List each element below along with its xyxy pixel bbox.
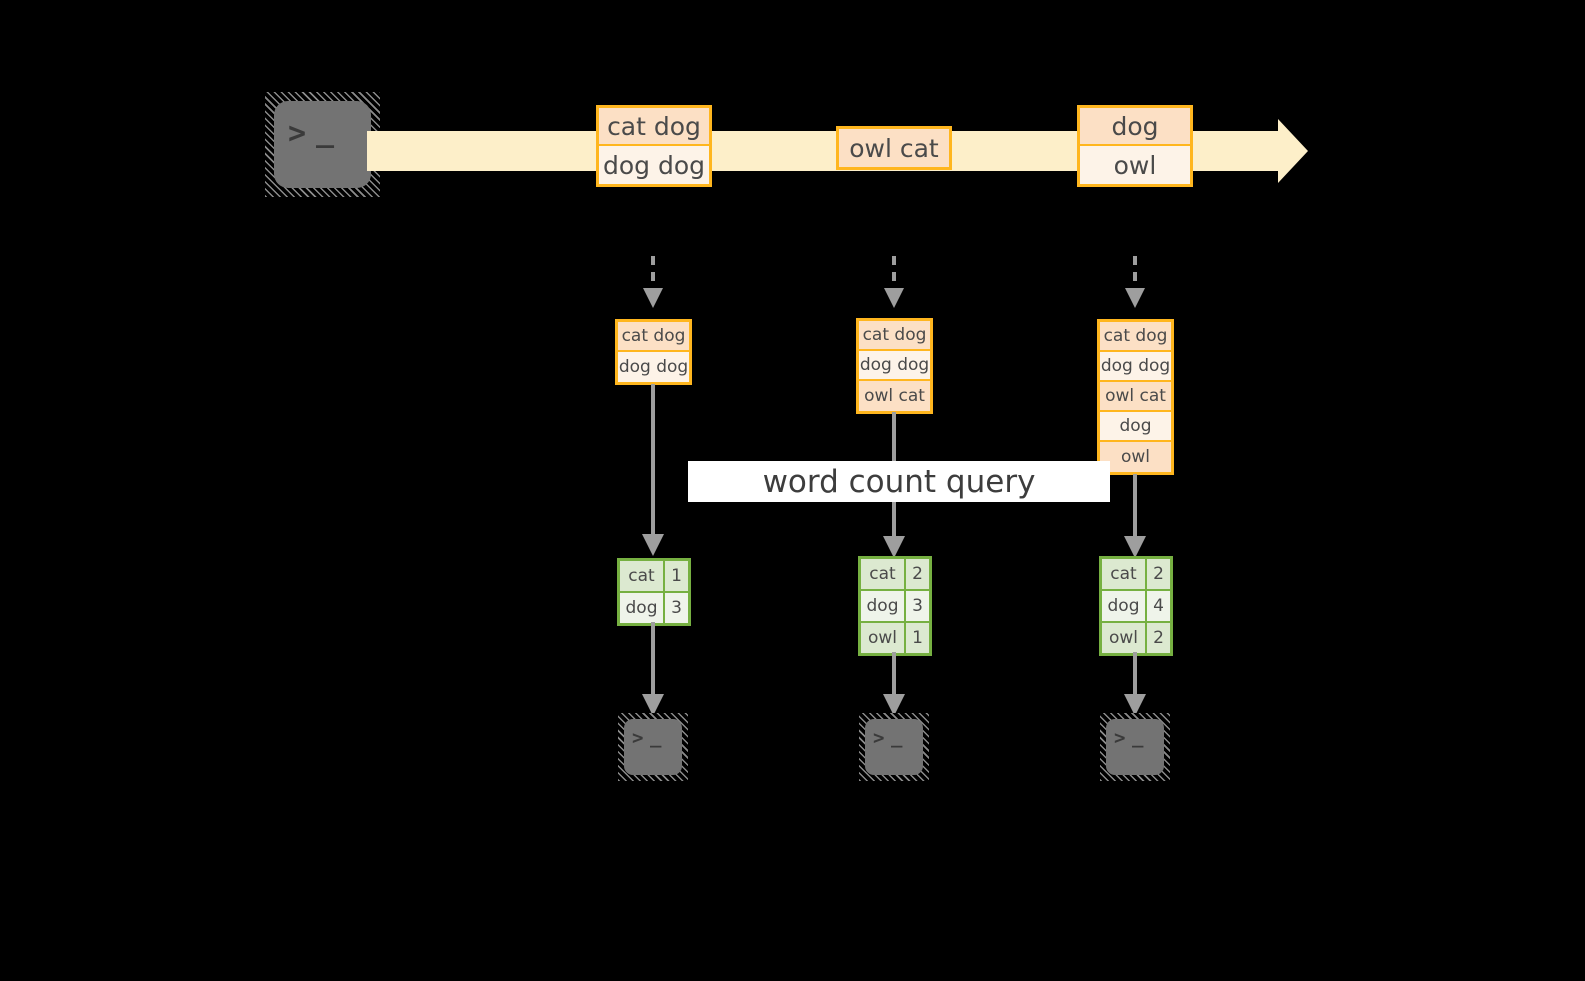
result-table-snapshot-3: cat 2 dog 4 owl 2 (1099, 556, 1173, 656)
count-cell: 2 (906, 559, 929, 589)
count-cell: 1 (665, 561, 688, 591)
record-line: dog dog (618, 352, 689, 382)
stream-event-line: owl (1080, 146, 1190, 184)
arrow-shaft (651, 622, 655, 696)
arrow-head (1124, 694, 1146, 716)
record-line: dog (1100, 412, 1171, 442)
record-line: cat dog (618, 322, 689, 352)
arrow-shaft (1133, 652, 1137, 696)
arrow-shaft (1133, 256, 1137, 290)
snapshot-3-records: cat dog dog dog owl cat dog owl (1097, 319, 1174, 475)
arrow-shaft (651, 384, 655, 536)
snapshot-2-records: cat dog dog dog owl cat (856, 318, 933, 414)
source-terminal-icon: > _ (265, 92, 380, 197)
arrow-head (883, 536, 905, 558)
arrow-head (883, 694, 905, 716)
prompt-caret: > (632, 727, 644, 749)
count-cell: 4 (1147, 591, 1170, 621)
dashed-arrow-snapshot-1 (643, 256, 663, 308)
record-line: owl (1100, 442, 1171, 472)
prompt-caret: > (1114, 727, 1126, 749)
stream-event-2: owl cat (836, 126, 952, 170)
result-table-snapshot-1: cat 1 dog 3 (617, 558, 691, 626)
snapshot-1-records: cat dog dog dog (615, 319, 692, 385)
result-table-snapshot-2: cat 2 dog 3 owl 1 (858, 556, 932, 656)
arrow-head (643, 288, 663, 308)
word-cell: dog (861, 591, 906, 621)
terminal-prompt-glyph: > _ (1106, 719, 1164, 775)
count-cell: 1 (906, 623, 929, 653)
stream-event-1: cat dog dog dog (596, 105, 712, 187)
record-line: cat dog (1100, 322, 1171, 352)
arrow-shaft (651, 256, 655, 290)
prompt-cursor: _ (316, 114, 335, 149)
terminal-prompt-glyph: > _ (624, 719, 682, 775)
terminal-plate (865, 719, 923, 775)
record-line: cat dog (859, 321, 930, 351)
prompt-cursor: _ (650, 726, 662, 748)
table-row: owl 2 (1102, 623, 1170, 653)
stream-event-line: dog dog (599, 146, 709, 184)
prompt-cursor: _ (891, 726, 903, 748)
terminal-prompt-glyph: > _ (274, 101, 371, 188)
prompt-caret: > (288, 116, 307, 151)
terminal-plate (624, 719, 682, 775)
record-line: dog dog (859, 351, 930, 381)
word-cell: cat (620, 561, 665, 591)
arrow-head (642, 534, 664, 556)
arrow-head (1125, 288, 1145, 308)
query-arrow-snapshot-1 (642, 384, 664, 556)
record-line: owl cat (1100, 382, 1171, 412)
dashed-arrow-snapshot-2 (884, 256, 904, 308)
prompt-cursor: _ (1132, 726, 1144, 748)
terminal-prompt-glyph: > _ (865, 719, 923, 775)
arrow-shaft (892, 256, 896, 290)
arrow-shaft (892, 652, 896, 696)
word-cell: owl (1102, 623, 1147, 653)
sink-arrow-snapshot-1 (642, 622, 664, 716)
query-label: word count query (688, 461, 1110, 502)
stream-event-3: dog owl (1077, 105, 1193, 187)
sink-arrow-snapshot-3 (1124, 652, 1146, 716)
count-cell: 3 (906, 591, 929, 621)
sink-terminal-icon-1: > _ (618, 713, 688, 781)
arrow-shaft (1133, 474, 1137, 538)
query-label-text: word count query (762, 463, 1036, 500)
query-arrow-snapshot-3 (1124, 474, 1146, 558)
sink-terminal-icon-2: > _ (859, 713, 929, 781)
sink-terminal-icon-3: > _ (1100, 713, 1170, 781)
word-cell: cat (1102, 559, 1147, 589)
stream-event-line: owl cat (839, 129, 949, 167)
arrow-head (642, 694, 664, 716)
event-stream-arrowhead (1278, 119, 1308, 183)
stream-event-line: cat dog (599, 108, 709, 146)
table-row: owl 1 (861, 623, 929, 653)
count-cell: 3 (665, 593, 688, 623)
arrow-head (884, 288, 904, 308)
table-row: dog 3 (861, 591, 929, 623)
table-row: cat 2 (861, 559, 929, 591)
word-cell: dog (620, 593, 665, 623)
record-line: dog dog (1100, 352, 1171, 382)
word-cell: owl (861, 623, 906, 653)
table-row: dog 4 (1102, 591, 1170, 623)
table-row: cat 2 (1102, 559, 1170, 591)
stream-event-line: dog (1080, 108, 1190, 146)
prompt-caret: > (873, 727, 885, 749)
terminal-plate (274, 101, 371, 188)
count-cell: 2 (1147, 623, 1170, 653)
word-cell: dog (1102, 591, 1147, 621)
table-row: dog 3 (620, 593, 688, 623)
word-cell: cat (861, 559, 906, 589)
table-row: cat 1 (620, 561, 688, 593)
count-cell: 2 (1147, 559, 1170, 589)
record-line: owl cat (859, 381, 930, 411)
dashed-arrow-snapshot-3 (1125, 256, 1145, 308)
sink-arrow-snapshot-2 (883, 652, 905, 716)
arrow-head (1124, 536, 1146, 558)
terminal-plate (1106, 719, 1164, 775)
